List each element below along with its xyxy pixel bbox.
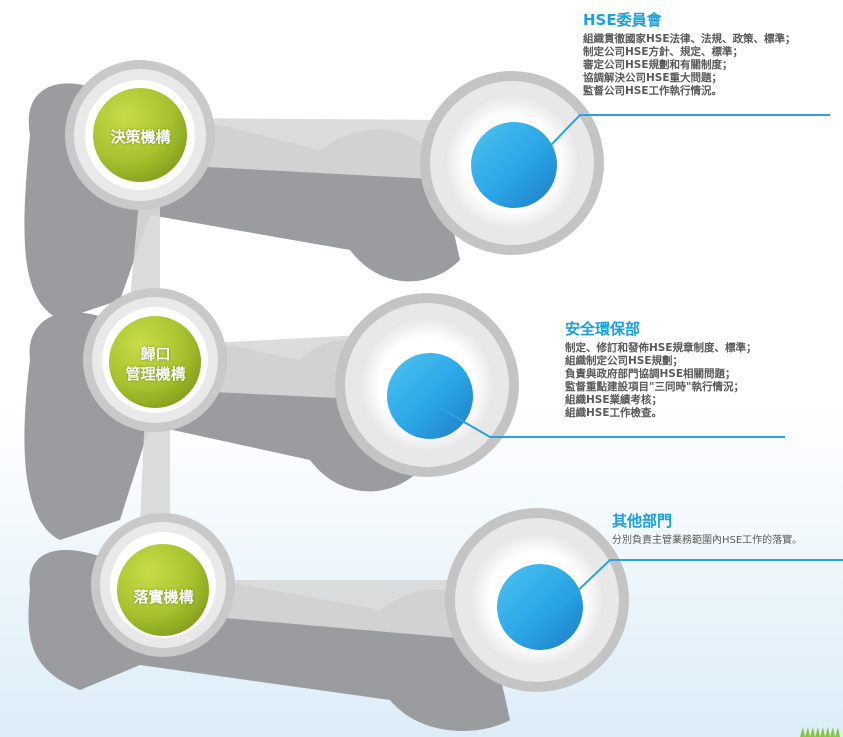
other-section: 其他部門 分別負責主管業務範圍內HSE工作的落實。 [612, 510, 802, 547]
safety-line: 負責與政府部門協調HSE相關問題； [565, 368, 736, 380]
other-node [497, 564, 583, 650]
implementation-label: 落實機構 [133, 588, 194, 606]
committee-line: 組織貫徹國家HSE法律、法規、政策、標準； [583, 33, 796, 45]
green-ring-implementation [91, 513, 235, 657]
committee-lines: 組織貫徹國家HSE法律、法規、政策、標準； 制定公司HSE方針、規定、標準； 審… [583, 33, 796, 98]
committee-section: HSE委員會 組織貫徹國家HSE法律、法規、政策、標準； 制定公司HSE方針、規… [583, 9, 796, 98]
committee-line: 監督公司HSE工作執行情況。 [583, 85, 723, 97]
management-label-line2: 管理機構 [125, 365, 186, 383]
other-title: 其他部門 [612, 512, 673, 530]
decision-label: 決策機構 [110, 128, 171, 146]
blue-ring-committee [420, 71, 604, 255]
safety-line: 組織制定公司HSE規劃； [565, 355, 684, 367]
safety-node [387, 353, 473, 439]
callout-safety [439, 407, 785, 438]
green-ring-management [83, 288, 227, 432]
grass-decoration [800, 727, 840, 737]
callout-other [549, 559, 843, 618]
decision-node [93, 88, 187, 182]
safety-line: 組織HSE工作檢查。 [565, 407, 663, 419]
other-line: 分別負責主管業務範圍內HSE工作的落實。 [612, 535, 803, 546]
other-lines: 分別負責主管業務範圍內HSE工作的落實。 [612, 534, 802, 547]
blue-ring-safety [335, 293, 519, 477]
committee-node [471, 122, 557, 208]
safety-line: 制定、修訂和發佈HSE規章制度、標準； [565, 342, 757, 354]
callout-committee [521, 114, 830, 176]
committee-title: HSE委員會 [583, 11, 662, 29]
callout-lines [439, 114, 843, 618]
green-ring-decision [65, 60, 215, 210]
safety-line: 組織HSE業績考核； [565, 394, 663, 406]
management-node [109, 316, 201, 408]
management-label-line1: 歸口 [140, 345, 171, 363]
committee-line: 審定公司HSE規劃和有關制度； [583, 59, 733, 71]
safety-title: 安全環保部 [565, 320, 641, 338]
implementation-node [117, 544, 209, 636]
committee-line: 制定公司HSE方針、規定、標準； [583, 46, 744, 58]
committee-line: 協調解決公司HSE重大問題； [583, 72, 723, 84]
safety-section: 安全環保部 制定、修訂和發佈HSE規章制度、標準； 組織制定公司HSE規劃； 負… [565, 318, 757, 420]
safety-line: 監督重點建設項目"三同時"執行情況； [565, 381, 744, 393]
blue-ring-other [445, 508, 629, 692]
safety-lines: 制定、修訂和發佈HSE規章制度、標準； 組織制定公司HSE規劃； 負責與政府部門… [565, 342, 757, 420]
